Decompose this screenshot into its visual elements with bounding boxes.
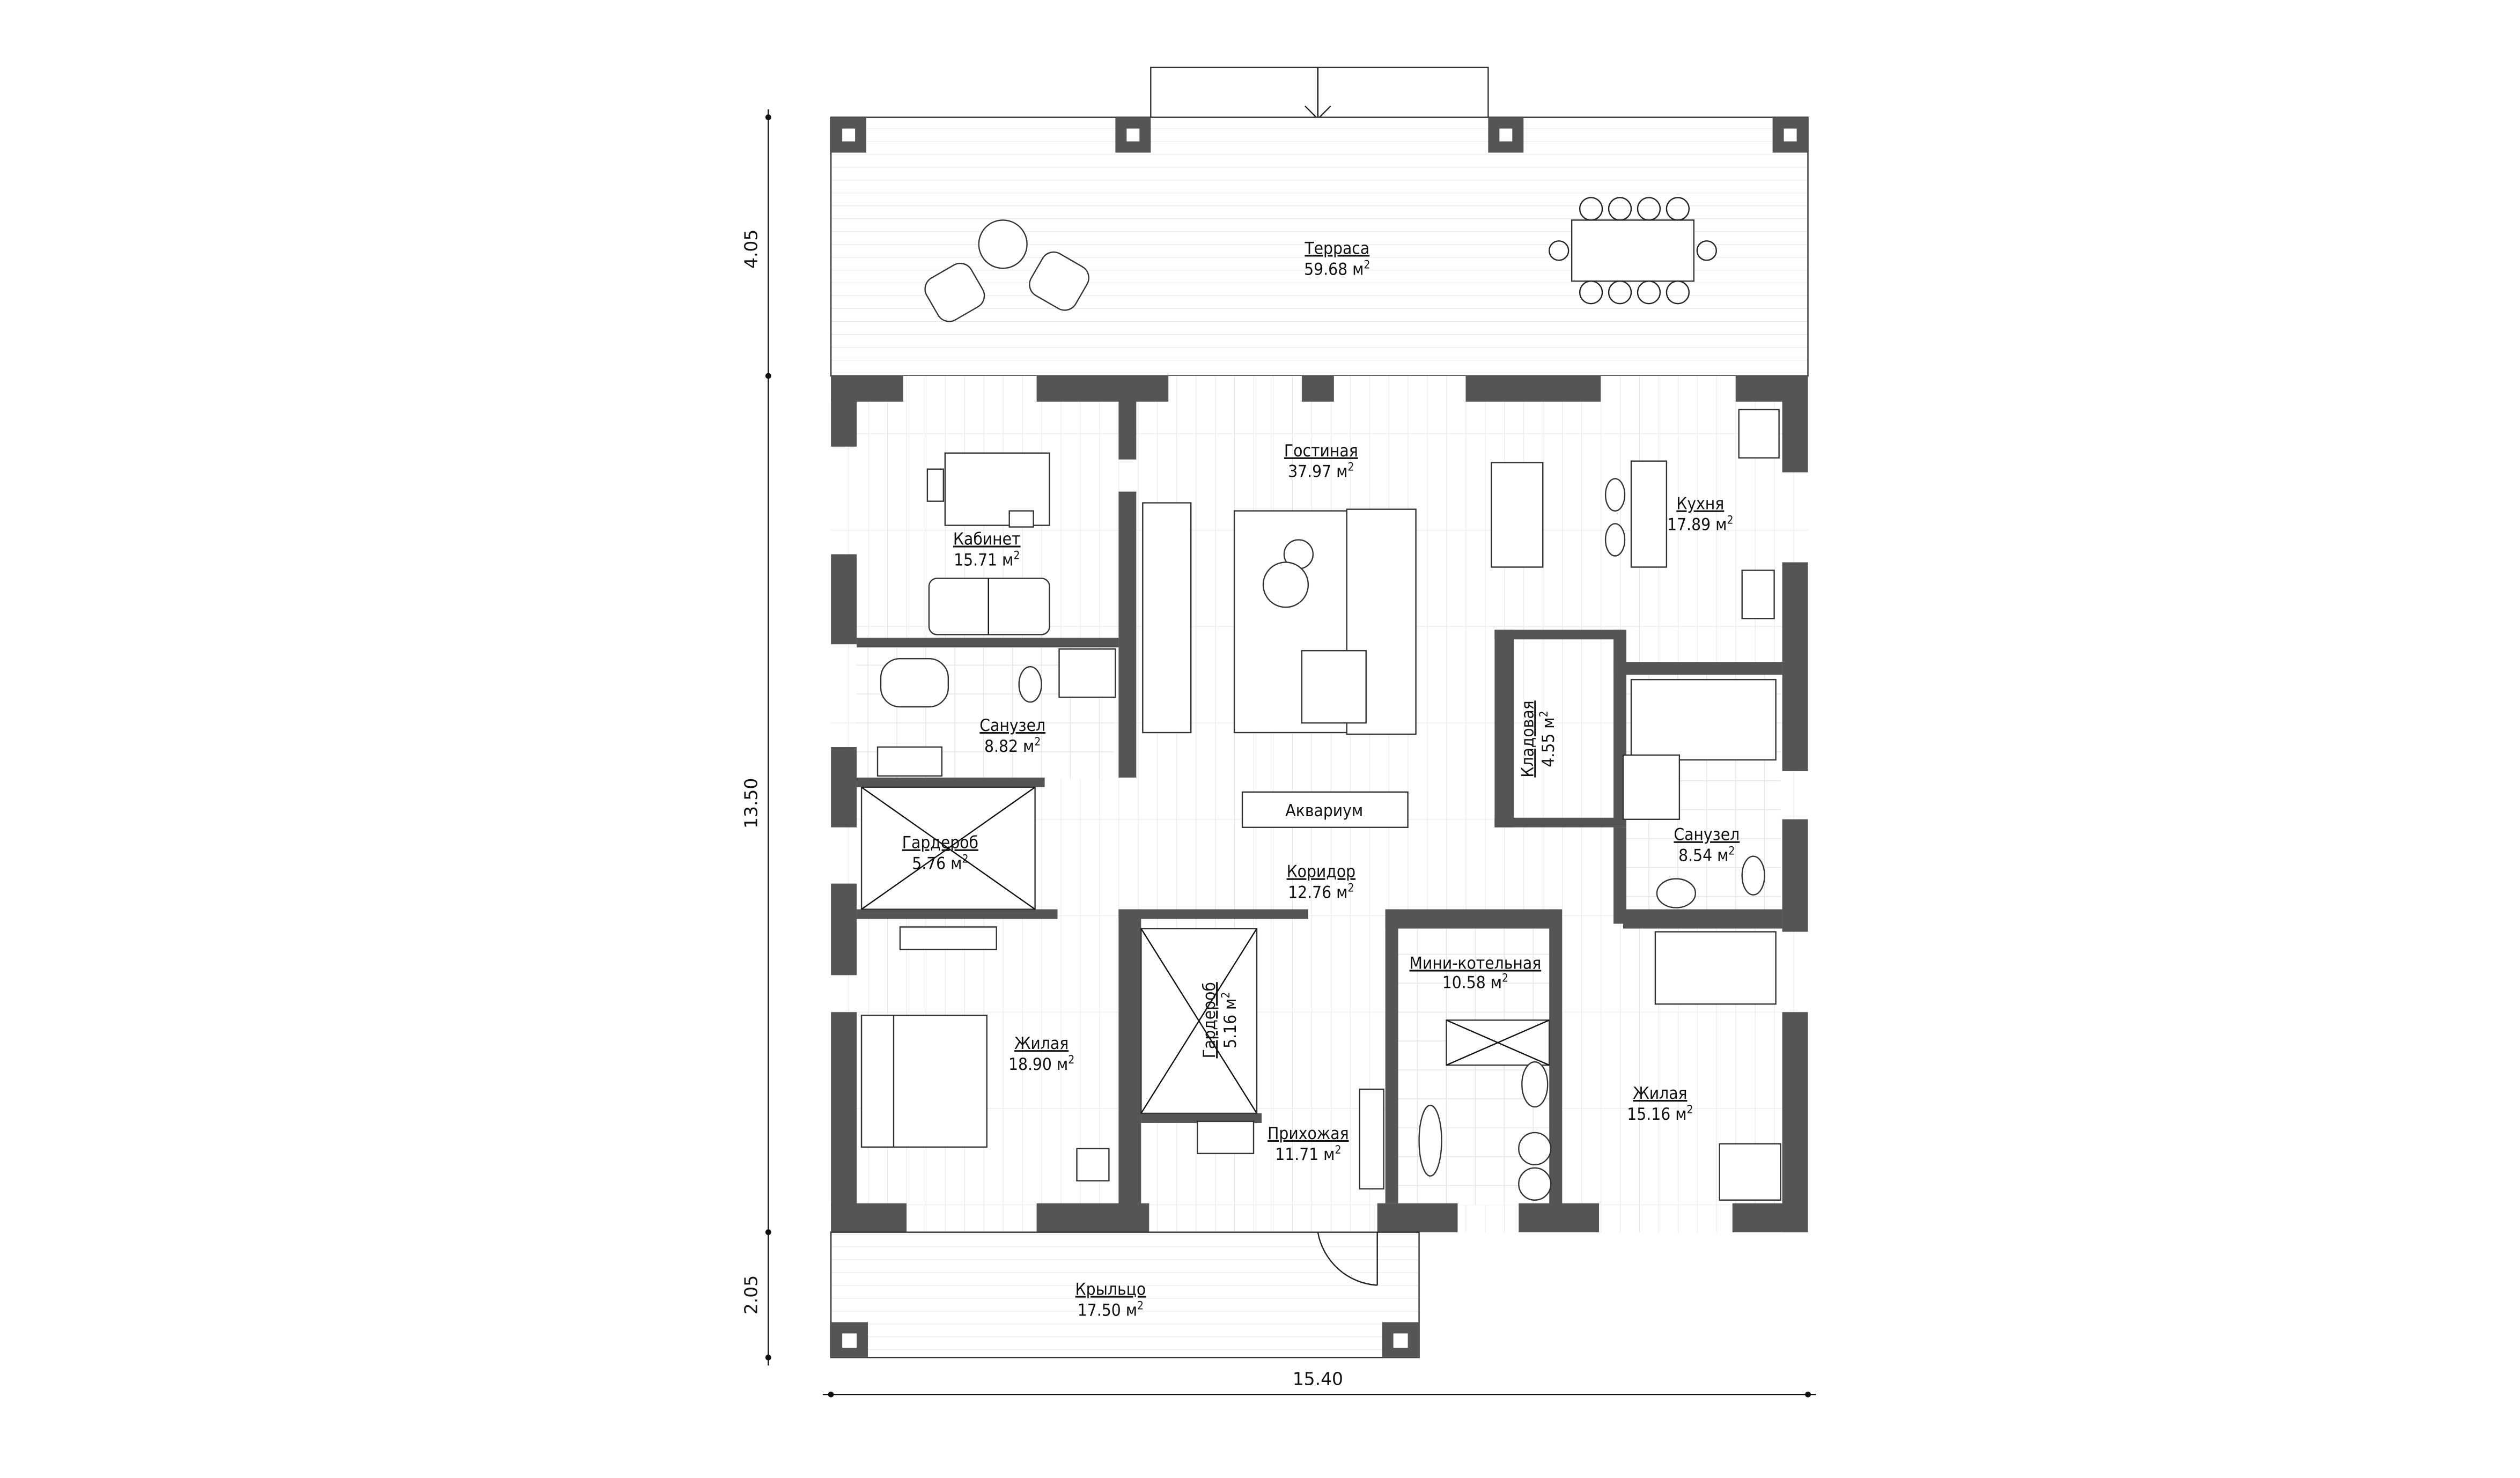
svg-text:Санузел: Санузел — [979, 716, 1045, 735]
svg-text:Терраса: Терраса — [1304, 239, 1369, 258]
room-living: Гостиная 37.97 м2 — [1284, 441, 1358, 482]
aquarium — [1241, 791, 1409, 828]
room-terrace: Терраса 59.68 м2 — [1304, 239, 1370, 279]
svg-text:8.54 м2: 8.54 м2 — [1678, 845, 1735, 866]
area-superscript: 2 — [1364, 258, 1370, 271]
dim-porch: 2.05 — [740, 1275, 761, 1314]
porch — [830, 1231, 1420, 1358]
svg-text:Кладовая: Кладовая — [1518, 700, 1537, 777]
room-pantry: Кладовая 4.55 м2 — [1518, 700, 1558, 777]
room-bathroom-2: Санузел 8.54 м2 — [1674, 825, 1740, 866]
terrace — [830, 66, 1809, 377]
svg-text:Санузел: Санузел — [1674, 825, 1740, 845]
svg-text:5.76 м2: 5.76 м2 — [912, 853, 968, 874]
walls — [831, 375, 1808, 1232]
svg-text:17.50 м2: 17.50 м2 — [1078, 1299, 1144, 1320]
room-corridor: Коридор 12.76 м2 — [1287, 862, 1356, 903]
svg-text:Гардероб: Гардероб — [902, 833, 978, 853]
area-superscript: 2 — [1347, 882, 1354, 895]
room-wardrobe-2: Гардероб 5.16 м2 — [1200, 982, 1240, 1058]
room-labels: Терраса 59.68 м2 Гостиная 37.97 м2 Кабин… — [902, 239, 1740, 1320]
area-superscript: 2 — [1728, 845, 1735, 858]
area-superscript: 2 — [1137, 1299, 1144, 1312]
room-office: Кабинет 15.71 м2 — [953, 530, 1021, 570]
area-superscript: 2 — [1502, 971, 1508, 984]
area-superscript: 2 — [1537, 711, 1550, 717]
area-superscript: 2 — [1219, 992, 1232, 999]
svg-text:18.90 м2: 18.90 м2 — [1008, 1053, 1074, 1074]
svg-text:Гостиная: Гостиная — [1284, 441, 1358, 461]
room-bedroom-2: Жилая 15.16 м2 — [1627, 1084, 1693, 1124]
svg-text:11.71 м2: 11.71 м2 — [1275, 1143, 1341, 1164]
room-porch: Крыльцо 17.50 м2 — [1075, 1280, 1146, 1320]
svg-text:Крыльцо: Крыльцо — [1075, 1280, 1146, 1299]
svg-text:Прихожая: Прихожая — [1268, 1124, 1349, 1143]
room-bathroom-1: Санузел 8.82 м2 — [979, 716, 1045, 756]
svg-text:10.58 м2: 10.58 м2 — [1442, 971, 1508, 992]
svg-text:12.76 м2: 12.76 м2 — [1288, 882, 1354, 903]
svg-text:5.16 м2: 5.16 м2 — [1219, 992, 1240, 1048]
svg-text:Гардероб: Гардероб — [1200, 982, 1219, 1058]
svg-text:Коридор: Коридор — [1287, 862, 1356, 882]
room-hallway: Прихожая 11.71 м2 — [1268, 1124, 1349, 1164]
dim-width: 15.40 — [1293, 1368, 1343, 1389]
area-superscript: 2 — [962, 853, 969, 866]
svg-text:4.55 м2: 4.55 м2 — [1537, 711, 1558, 767]
svg-text:Мини-котельная: Мини-котельная — [1410, 954, 1542, 973]
aquarium-label: Аквариум — [1285, 801, 1363, 821]
svg-text:37.97 м2: 37.97 м2 — [1288, 461, 1354, 482]
svg-text:Кухня: Кухня — [1676, 494, 1724, 514]
room-bedroom-1: Жилая 18.90 м2 — [1008, 1034, 1074, 1074]
area-superscript: 2 — [1687, 1103, 1693, 1116]
svg-text:Жилая: Жилая — [1633, 1084, 1687, 1103]
svg-text:15.16 м2: 15.16 м2 — [1627, 1103, 1693, 1124]
svg-text:59.68 м2: 59.68 м2 — [1304, 258, 1370, 279]
area-superscript: 2 — [1335, 1143, 1342, 1156]
area-superscript: 2 — [1727, 514, 1733, 527]
area-superscript: 2 — [1068, 1053, 1074, 1066]
furniture — [860, 409, 1781, 1201]
area-superscript: 2 — [1347, 461, 1354, 474]
room-wardrobe-1: Гардероб 5.76 м2 — [902, 833, 978, 874]
room-kitchen: Кухня 17.89 м2 — [1667, 494, 1733, 535]
svg-text:15.71 м2: 15.71 м2 — [954, 549, 1020, 570]
area-superscript: 2 — [1013, 549, 1020, 561]
area-superscript: 2 — [1034, 735, 1041, 748]
room-boiler: Мини-котельная 10.58 м2 — [1410, 954, 1542, 992]
dim-house: 13.50 — [740, 778, 761, 829]
svg-text:17.89 м2: 17.89 м2 — [1667, 514, 1733, 535]
svg-text:Жилая: Жилая — [1014, 1034, 1069, 1053]
dimension-lines: 4.05 13.50 2.05 15.40 — [740, 109, 1816, 1398]
dim-terrace: 4.05 — [740, 230, 761, 269]
svg-text:8.82 м2: 8.82 м2 — [984, 735, 1041, 756]
svg-text:Кабинет: Кабинет — [953, 530, 1021, 549]
